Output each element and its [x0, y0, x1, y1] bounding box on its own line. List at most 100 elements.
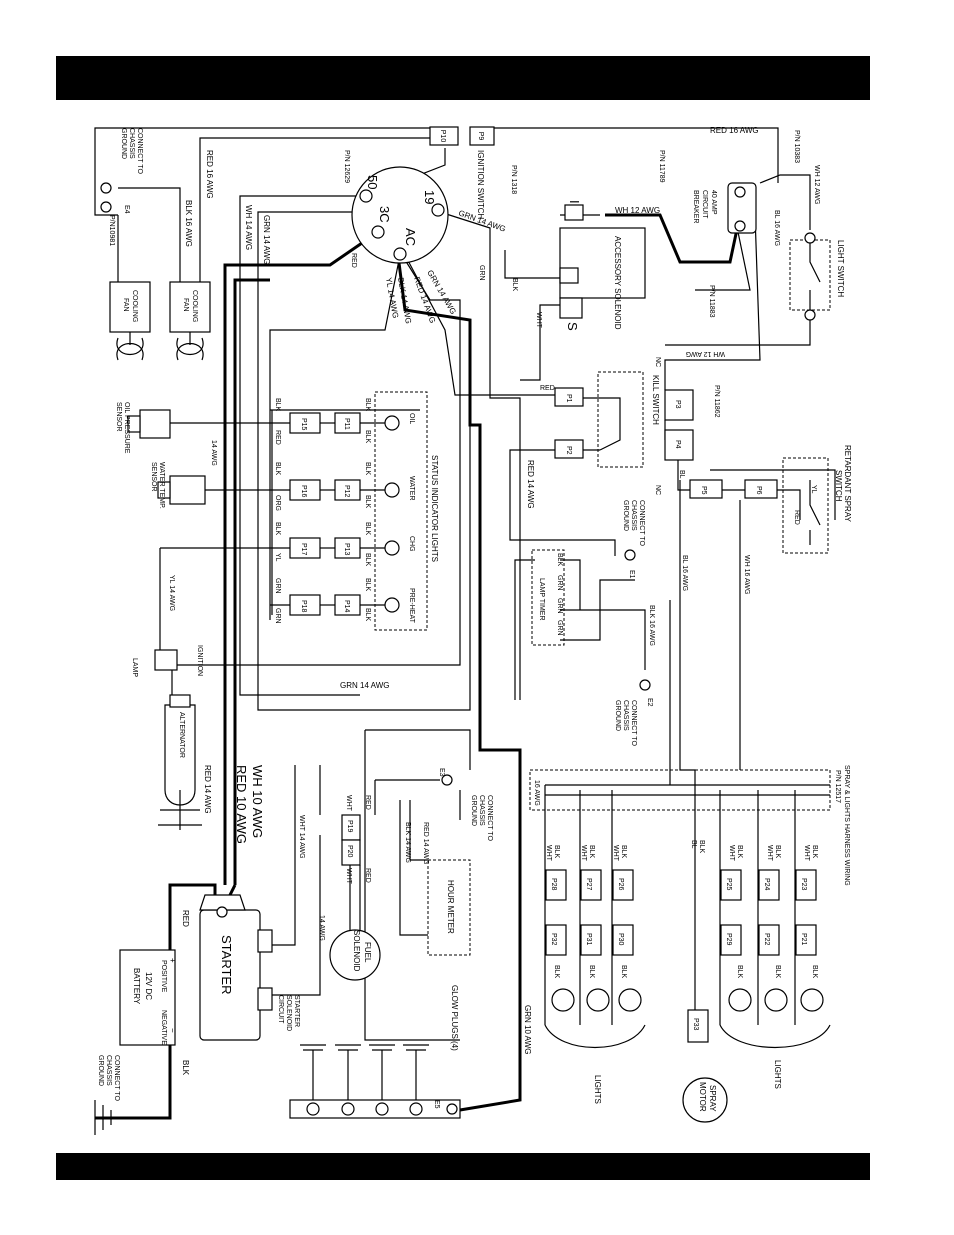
battery-label: 12V DC — [144, 972, 153, 1000]
connector-label: P18 — [300, 600, 307, 613]
retardant-label: SWITCH — [834, 470, 843, 502]
ground-e4: E4 CONNECT TO CHASSIS GROUND — [100, 128, 143, 214]
connector-label: P1 — [565, 394, 572, 403]
chassis-label: CONNECT TO — [113, 1055, 120, 1101]
wire-color: GRN — [556, 575, 563, 591]
wire-color: BLK — [364, 462, 371, 476]
connector-label: P29 — [725, 933, 732, 946]
wire-label: 14 AWG — [318, 915, 325, 941]
connector-p21: P23 — [795, 869, 817, 901]
ground-e2: E2 CONNECT TO CHASSIS GROUND — [614, 679, 653, 746]
wire-label: BL 16 AWG — [681, 555, 688, 591]
connector-p29: P29 — [720, 924, 742, 956]
connector-p16: P16 — [289, 479, 321, 501]
connector-p4: P4 — [664, 429, 694, 461]
connector-p1: P1 — [554, 387, 584, 407]
wire-color: BLK — [620, 965, 627, 979]
connector-p5: P5 — [689, 479, 723, 499]
wire-color: GRN — [478, 265, 485, 281]
indicator-label: CHG — [408, 536, 415, 552]
wire-color: BLK — [364, 608, 371, 622]
circuit-breaker: 40 AMP CIRCUIT BREAKER — [692, 182, 757, 234]
wire-color: BLK — [698, 840, 705, 854]
chassis-label: CHASSIS — [630, 500, 637, 531]
wire-color: YL — [274, 553, 281, 562]
connector-p22: P24 — [758, 869, 780, 901]
wire-color: BLK — [736, 965, 743, 979]
fuel-solenoid-label: FUEL — [363, 942, 372, 963]
part-number: P/N 12629 — [343, 150, 350, 183]
light-switch: LIGHT SWITCH — [789, 232, 845, 321]
battery-label: NEGATIVE — [160, 1010, 167, 1045]
connector-p24: P26 — [612, 869, 634, 901]
light-bulb — [618, 988, 642, 1012]
connector-label: P4 — [674, 440, 681, 449]
connector-label: P14 — [343, 600, 350, 613]
wire-color: NC — [654, 485, 661, 495]
indicator-label: OIL — [408, 413, 415, 424]
wire-label: WH 12 AWG — [686, 350, 725, 357]
connector-label: P11 — [343, 418, 350, 430]
wire-label: 16 AWG — [533, 780, 540, 806]
terminal-label: 19 — [422, 190, 437, 204]
ground-e1: E1 CONNECT TO CHASSIS GROUND — [622, 500, 645, 579]
connector-p9: P9 — [469, 126, 495, 146]
wire-color: WHT — [766, 845, 773, 862]
wire-color: BLK — [364, 430, 371, 444]
lamp-timer: LAMP TIMER BLK GRN GRN GRN — [531, 549, 565, 646]
cooling-fan-label: COOLING — [191, 290, 198, 322]
light-switch-label: LIGHT SWITCH — [836, 240, 845, 297]
connector-p18: P18 — [289, 594, 321, 616]
wire-color: WHT — [545, 845, 552, 862]
connector-p14: P14 — [334, 594, 361, 616]
breaker-label: 40 AMP — [710, 190, 717, 215]
chassis-label: GROUND — [622, 500, 629, 531]
chassis-label: CHASSIS — [105, 1055, 112, 1086]
ground-label: E4 — [123, 205, 130, 214]
ground-label: E2 — [646, 698, 653, 707]
harness-label: SPRAY & LIGHTS HARNESS WIRING — [843, 765, 850, 886]
wire-label: RED 10 AWG — [234, 765, 249, 844]
chassis-label: GROUND — [120, 128, 127, 159]
ignition-switch-label: IGNITION SWITCH — [476, 150, 485, 220]
connector-label: P5 — [700, 486, 707, 495]
wire-label: RED 16 AWG — [710, 126, 759, 135]
wire-color: WHT — [728, 845, 735, 862]
ignition-switch: 50 19 3C AC IGNITION SWITCH — [351, 150, 485, 264]
connector-label: P15 — [300, 418, 307, 431]
ignition-lamp: IGNITION LAMP — [131, 645, 203, 677]
connector-p17: P17 — [289, 537, 321, 559]
part-number: P/N 11789 — [658, 150, 665, 183]
chassis-label: CHASSIS — [622, 700, 629, 731]
harness-label: P/N 12517 — [834, 770, 841, 803]
wire-label: RED 14 AWG — [422, 822, 429, 865]
wire-color: GRN — [274, 608, 281, 624]
retardant-spray-switch: RED YL RETARDANT SPRAY SWITCH — [782, 445, 852, 554]
part-number: P/N10981 — [108, 215, 115, 246]
connector-label: P16 — [300, 485, 307, 498]
connector-p20: P20 — [341, 839, 361, 866]
starter-solenoid-label: CIRCUIT — [277, 995, 284, 1024]
part-number: P/N 11883 — [708, 285, 715, 318]
chassis-label: CONNECT TO — [136, 128, 143, 174]
battery-terminal-minus: − — [168, 1028, 177, 1033]
wire-label: GRN 14 AWG — [262, 215, 271, 265]
battery-label: POSITIVE — [160, 960, 167, 993]
wire-color: RED — [364, 868, 371, 883]
wire-color: RED — [364, 795, 371, 810]
light-bulb — [551, 988, 575, 1012]
connector-p11: P11 — [334, 412, 361, 434]
battery-label: BATTERY — [132, 968, 141, 1005]
wire-color: BLK — [620, 845, 627, 859]
wire-label: BLK 16 AWG — [184, 200, 193, 247]
wire-color: WHT — [345, 868, 352, 885]
starter-solenoid-label: STARTER — [293, 995, 300, 1027]
connector-label: P23 — [800, 878, 807, 891]
ignition-lamp-label: IGNITION — [196, 645, 203, 676]
lights-label: LIGHTS — [773, 1060, 782, 1089]
wire-color: RED — [274, 430, 281, 445]
connector-p23: P25 — [720, 869, 742, 901]
fuel-solenoid: FUEL SOLENOID — [329, 929, 381, 981]
part-number: P/N 1318 — [510, 165, 517, 194]
wire-label: BLK 16 AWG — [648, 605, 655, 646]
